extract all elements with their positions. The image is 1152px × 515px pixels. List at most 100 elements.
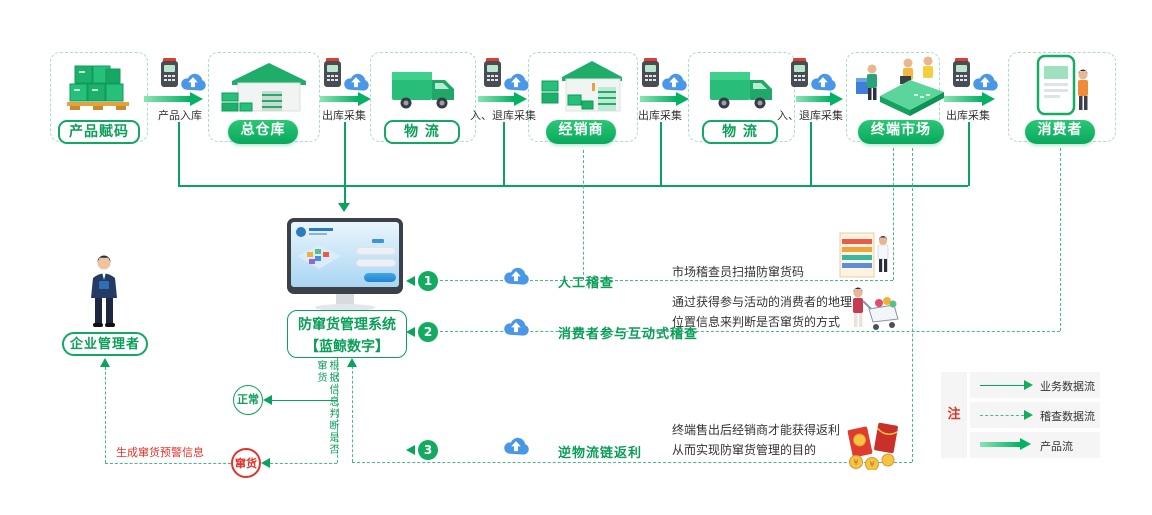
- cloud-upload-icon: [181, 73, 206, 91]
- stage-label-distributor: 经销商: [546, 120, 616, 144]
- legend-inspection-label: 稽查数据流: [1040, 410, 1095, 423]
- truck-icon: [392, 72, 454, 109]
- login-title-bar: [372, 239, 384, 243]
- row2-desc-line2: 位置信息来判断是否窜货的方式: [672, 315, 841, 329]
- system-title-line2: 【蓝鲸数字】: [305, 339, 389, 355]
- row2-arrowhead: [406, 327, 415, 337]
- legend-inspection-arrowhead: [1024, 410, 1033, 420]
- stage-label-logistics-2: 物 流: [702, 120, 778, 144]
- normal-branch-line: [271, 400, 337, 401]
- diverted-branch-arrowhead: [261, 458, 270, 468]
- product-flow-arrowhead: [190, 92, 203, 106]
- legend-product-label: 产品流: [1040, 440, 1073, 453]
- pallet-icon: [67, 65, 129, 110]
- judgement-line: [337, 358, 338, 463]
- product-flow-arrow: [944, 96, 982, 102]
- judgement-vertical-label: 根据信息判断是否窜货: [315, 360, 338, 456]
- cloud-upload-icon: [662, 73, 687, 91]
- system-logo-subtext: [309, 233, 327, 235]
- cloud-upload-icon: [504, 267, 529, 285]
- cloud-upload-icon: [504, 437, 529, 455]
- svg-text:¥: ¥: [853, 458, 858, 467]
- warning-to-manager-arrowhead: [100, 358, 110, 367]
- distributor-store-icon: [541, 61, 622, 112]
- manager-label: 企业管理者: [62, 332, 148, 356]
- connector-dropline: [344, 122, 346, 186]
- svg-text:¥: ¥: [869, 460, 874, 469]
- bus-to-system-line: [344, 186, 346, 204]
- product-flow-arrow: [640, 96, 676, 102]
- system-logo-text: [309, 228, 333, 231]
- normal-branch-arrowhead: [263, 395, 272, 405]
- inspect-line-distributor: [583, 150, 584, 280]
- shelf-inspector-icon: [839, 232, 889, 278]
- stage-label-product-coding: 产品赋码: [58, 120, 140, 144]
- product-flow-arrowhead: [358, 92, 371, 106]
- row3-to-system-arrowhead: [347, 358, 357, 367]
- system-logo-icon: [296, 227, 306, 237]
- monitor-base: [315, 304, 375, 311]
- row3-arrowhead: [406, 445, 415, 455]
- login-input-1: [356, 247, 396, 255]
- connector-dropline: [810, 122, 812, 186]
- inspect-row2-line: [440, 331, 1060, 332]
- pos-scanner-icon: [791, 58, 808, 87]
- link-label-product-inbound: 产品入库: [158, 109, 202, 122]
- legend-business-arrowhead: [1024, 380, 1033, 390]
- row2-desc-line1: 通过获得参与活动的消费者的地理: [672, 295, 853, 309]
- status-diverted-badge: 窜货: [231, 448, 261, 478]
- pos-scanner-icon: [642, 58, 659, 87]
- inspect-row1-line: [440, 280, 893, 281]
- row2-number-badge: 2: [418, 322, 438, 342]
- cloud-upload-icon: [973, 73, 998, 91]
- row1-title: 人工稽查: [558, 276, 615, 291]
- product-flow-arrowhead: [514, 92, 527, 106]
- link-label-in-return-2: 入、退库采集: [777, 109, 843, 122]
- warning-line-horizontal: [105, 463, 231, 464]
- inspect-line-market-1: [893, 148, 894, 280]
- bus-to-system-arrowhead: [338, 203, 350, 212]
- row3-number-badge: 3: [418, 440, 438, 460]
- row3-desc-line1: 终端售出后经销商才能获得返利: [672, 423, 841, 437]
- link-label-outbound-3: 出库采集: [946, 109, 990, 122]
- login-button: [364, 273, 396, 282]
- cloud-upload-icon: [504, 318, 529, 336]
- pos-scanner-icon: [161, 58, 178, 87]
- inspect-line-consumer: [1060, 148, 1061, 331]
- link-label-in-return-1: 入、退库采集: [470, 109, 536, 122]
- pos-scanner-icon: [484, 58, 501, 87]
- product-flow-arrowhead: [676, 92, 689, 106]
- manager-person-icon: [91, 255, 117, 327]
- legend-note: 注: [941, 372, 967, 458]
- legend-inspection-line: [980, 415, 1024, 416]
- legend-product-line: [980, 442, 1020, 447]
- row3-title: 逆物流链返利: [558, 446, 643, 461]
- diverted-branch-line: [270, 463, 337, 464]
- product-flow-arrow: [796, 96, 830, 102]
- system-title-box: 防窜货管理系统 【蓝鲸数字】: [287, 310, 407, 358]
- legend-business-label: 业务数据流: [1040, 380, 1095, 393]
- warning-line-vertical: [105, 367, 106, 463]
- connector-dropline: [503, 122, 505, 186]
- dashboard-illustration: [297, 245, 341, 269]
- stage-label-central-warehouse: 总仓库: [228, 120, 298, 144]
- pos-scanner-icon: [953, 58, 970, 87]
- warehouse-icon: [221, 63, 306, 112]
- truck-icon: [710, 72, 772, 109]
- row2-title: 消费者参与互动式稽查: [558, 327, 699, 342]
- row1-number-badge: 1: [418, 271, 438, 291]
- stage-label-logistics-1: 物 流: [384, 120, 460, 144]
- row3-desc-line2: 从而实现防窜货管理的目的: [672, 443, 817, 457]
- cloud-upload-icon: [811, 73, 836, 91]
- system-title-line1: 防窜货管理系统: [298, 317, 396, 333]
- login-input-2: [356, 259, 396, 267]
- pos-scanner-icon: [324, 58, 341, 87]
- stage-label-terminal-market: 终端市场: [858, 120, 944, 144]
- terminal-market-icon: [856, 56, 944, 116]
- status-normal-badge: 正常: [233, 385, 263, 415]
- product-flow-arrow: [478, 96, 514, 102]
- rebate-redpacket-icon: ¥¥: [847, 422, 898, 470]
- connector-dropline: [660, 122, 662, 186]
- connector-dropline: [968, 122, 970, 186]
